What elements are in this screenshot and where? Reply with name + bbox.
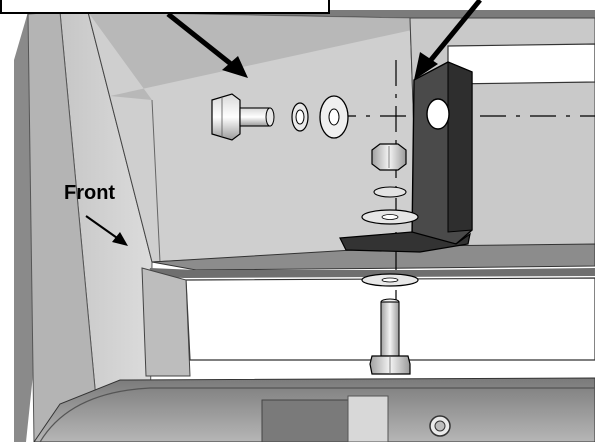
- nut-icon: [371, 143, 407, 171]
- callout-arrow-left: [166, 12, 248, 78]
- vertical-bolt-icon: [369, 298, 411, 375]
- lock-washer-vertical-icon: [373, 186, 407, 198]
- plate-shadow: [88, 12, 412, 100]
- bolt-icon: [211, 93, 275, 141]
- l-bracket-icon: [339, 61, 473, 253]
- rail-insert: [347, 395, 389, 442]
- front-arrow: [85, 215, 128, 246]
- plate-edge: [151, 99, 161, 263]
- lower-washer-hole: [381, 277, 399, 283]
- left-lower-post: [141, 267, 191, 377]
- callout-box: [0, 0, 330, 14]
- flat-washer-icon: [319, 95, 349, 139]
- lock-washer-icon: [291, 102, 309, 132]
- shelf-edge: [148, 268, 595, 278]
- bushing-hole: [434, 420, 446, 432]
- rail-curve: [39, 387, 595, 442]
- washer-hole: [381, 214, 399, 220]
- callout-arrow-right: [414, 0, 482, 80]
- front-label: Front: [64, 182, 116, 204]
- rail-block: [261, 399, 349, 442]
